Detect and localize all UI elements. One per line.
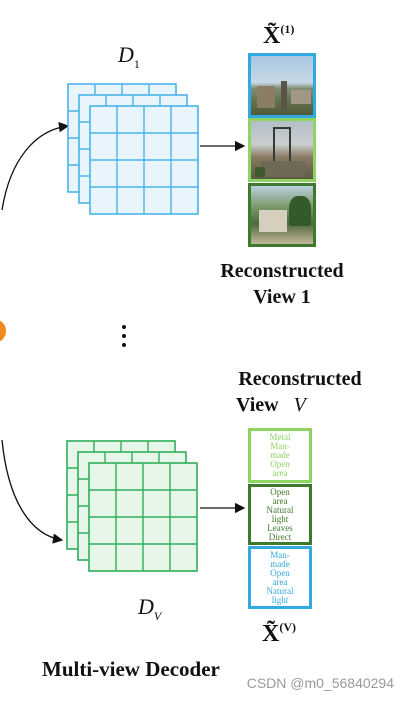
blue-grid-layer-3: [89, 105, 199, 215]
vertical-ellipsis: [120, 325, 128, 351]
text-card-line: Man-: [270, 549, 290, 560]
reconstructed-caption-top-line2: View 1: [253, 286, 311, 308]
decoder-label-top-sub: 1: [133, 57, 140, 71]
text-card-line: Open: [270, 567, 290, 578]
decoder-label-bottom-sub: V: [153, 609, 162, 623]
output-label-bottom-sup: (V): [279, 620, 297, 634]
diagram-footer-title: Multi-view Decoder: [42, 657, 220, 681]
green-grid-layer-3: [88, 462, 198, 572]
output-label-top-base: X̃: [263, 23, 281, 49]
reconstructed-caption-bottom-line1: Reconstructed: [238, 368, 362, 390]
text-card-line: Direct: [268, 531, 292, 542]
output-label-bottom: X̃(V): [262, 620, 296, 648]
output-label-top: X̃(1): [263, 22, 294, 50]
input-curve-arrow-top: [1, 121, 70, 211]
text-card-line: Leaves: [267, 522, 293, 533]
text-card-line: light: [271, 513, 289, 524]
text-card-line: Open: [270, 486, 290, 497]
text-card-line: area: [272, 468, 288, 478]
text-card-line: light: [271, 594, 289, 605]
watermark: CSDN @m0_56840294: [246, 675, 394, 691]
text-card-line: Metal: [269, 432, 291, 442]
reconstructed-caption-top: Reconstructed View 1: [214, 258, 350, 310]
output-label-top-sup: (1): [280, 22, 295, 36]
input-curve-arrow-bottom: [1, 439, 64, 544]
decoder-label-bottom-base: D: [138, 594, 154, 619]
text-card-line: Man-: [270, 441, 290, 451]
reconstructed-caption-bottom-word: View: [236, 394, 279, 416]
view1-image-1: [248, 53, 316, 118]
output-label-bottom-base: X̃: [262, 621, 280, 647]
text-card-line: made: [270, 450, 290, 460]
reconstructed-caption-top-line1: Reconstructed: [220, 260, 344, 282]
reconstructed-caption-bottom: Reconstructed View V: [220, 366, 380, 418]
decoder-grid-stack-top: [67, 83, 199, 215]
text-card-line: area: [272, 495, 288, 506]
decoder-label-top: D1: [118, 42, 140, 72]
text-card-line: Natural: [266, 504, 294, 515]
text-card-line: area: [272, 576, 288, 587]
decoder-grid-stack-bottom: [66, 440, 198, 572]
text-card-line: Open: [270, 459, 290, 469]
decoder-label-top-base: D: [118, 42, 134, 67]
orange-node: [0, 320, 6, 342]
view1-image-2: [248, 118, 316, 182]
reconstructed-caption-bottom-var: V: [293, 394, 306, 416]
view1-image-3: [248, 183, 316, 247]
text-card-line: made: [270, 558, 290, 569]
decoder-label-bottom: DV: [138, 594, 161, 624]
text-card-line: Natural: [266, 585, 294, 596]
